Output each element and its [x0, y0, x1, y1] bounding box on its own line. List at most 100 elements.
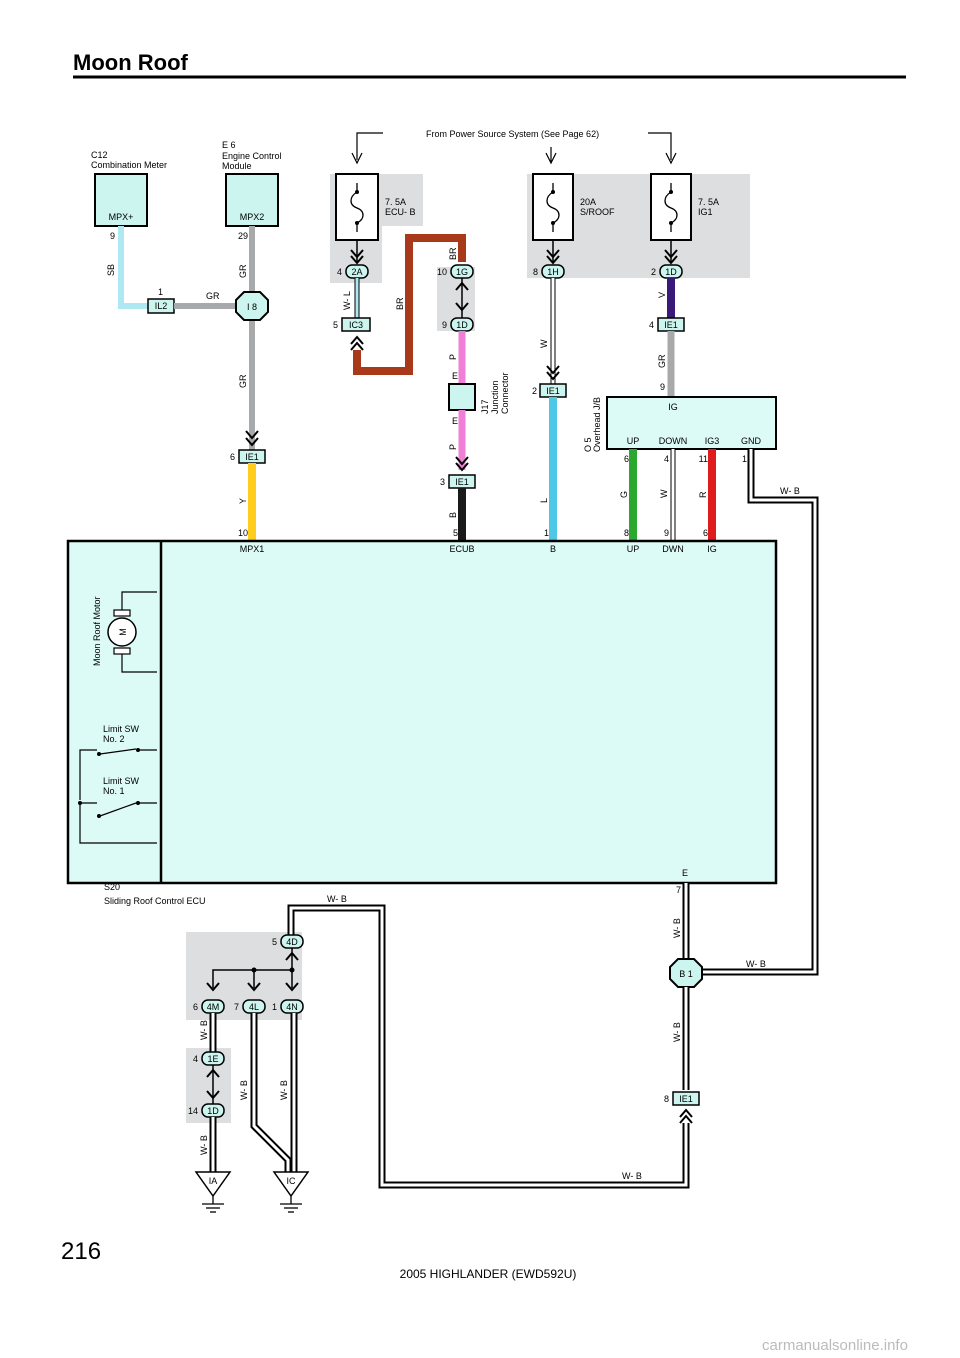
s20-b: B [550, 544, 556, 554]
motor-brush-top [113, 609, 131, 617]
s20-pin-ig: 6 [703, 528, 708, 538]
page-number: 216 [61, 1238, 101, 1265]
connector-1d-v-label: 1D [665, 267, 677, 277]
connector-4d-pin: 5 [272, 937, 277, 947]
e6-terminal: MPX2 [240, 212, 265, 222]
wire-label-wb-9: W- B [239, 1080, 249, 1100]
connector-1g-label: 1G [456, 267, 468, 277]
ground-ia-icon [202, 1196, 224, 1213]
o5-pin-up: 6 [624, 454, 629, 464]
wire-label-wb-5: W- B [622, 1171, 642, 1181]
motor-wire-top [121, 591, 157, 612]
limit-sw-junction-dot [78, 801, 82, 805]
j17-e1: E [452, 371, 458, 381]
chevron-1e-b [206, 1090, 220, 1100]
limit-sw2-contact-1 [136, 748, 140, 752]
o5-pin-ig3: 11 [699, 454, 708, 464]
wire-label-wb-6: W- B [327, 894, 347, 904]
o5-name: Overhead J/B [592, 397, 602, 452]
chevron-ie1-l-2 [546, 371, 560, 381]
o5-up: UP [627, 436, 640, 446]
e6-name-2: Module [222, 161, 252, 171]
fuse-sroof-dot-2 [551, 221, 555, 225]
junction-b1 [669, 958, 703, 988]
connector-ie1-g-label: IE1 [679, 1094, 693, 1104]
chevron-1e-a [206, 1068, 220, 1078]
j17-code: J17 [480, 399, 490, 414]
s20-name: Sliding Roof Control ECU [104, 896, 206, 906]
connector-il2-label: IL2 [155, 301, 168, 311]
connector-1h-pin: 8 [533, 267, 538, 277]
j17-junction-connector [448, 383, 476, 411]
c12-combination-meter [94, 173, 148, 227]
connector-ie1-gr-pin: 4 [649, 320, 654, 330]
connector-1d-g-label: 1D [207, 1106, 219, 1116]
wire-sb [118, 226, 148, 309]
junction-b1-label: B 1 [679, 969, 693, 979]
connector-ic3-pin: 5 [333, 320, 338, 330]
s20-pin-e: 7 [676, 885, 681, 895]
fuse-ecub-symbol [350, 183, 364, 232]
motor-label: Moon Roof Motor [92, 596, 102, 666]
junction-i8-label: I 8 [247, 302, 257, 312]
wire-label-wl: W- L [342, 291, 352, 310]
footer-model: 2005 HIGHLANDER (EWD592U) [400, 1267, 577, 1281]
s20-ecub: ECUB [449, 544, 474, 554]
chevron-ie1-g-1 [679, 1108, 693, 1118]
connector-ie1-b-pin: 3 [440, 477, 445, 487]
s20-pin-mpx1: 10 [238, 528, 248, 538]
o5-overhead-jb [606, 396, 777, 450]
connector-4m-pin: 6 [193, 1002, 198, 1012]
o5-ig: IG [668, 402, 678, 412]
fuse-sroof-name: S/ROOF [580, 207, 615, 217]
o5-pin-gnd: 1 [742, 454, 747, 464]
fuse-ig1-name: IG1 [698, 207, 713, 217]
wire-label-gr-3: GR [657, 354, 667, 368]
wire-wb-return-outline [287, 904, 690, 1189]
fuse-sroof-dot-1 [551, 190, 555, 194]
connector-4n-label: 4N [286, 1002, 298, 1012]
o5-code: O 5 [583, 437, 593, 452]
chevron-2a-2 [350, 255, 364, 265]
chevron-ie1-y-1 [245, 430, 259, 440]
s20-e: E [682, 868, 688, 878]
power-arrow-sroof [545, 147, 557, 165]
wire-label-gr-2: GR [238, 374, 248, 388]
limit-sw1-line1: Limit SW [103, 776, 140, 786]
chevron-1h-1 [546, 249, 560, 259]
wire-label-l: L [539, 498, 549, 503]
wire-wb-o5 [700, 449, 817, 974]
wire-label-gr-1: GR [238, 264, 248, 278]
chevron-ic3-1 [350, 335, 364, 345]
e6-name-1: Engine Control [222, 151, 282, 161]
chevron-1h-2 [546, 255, 560, 265]
connector-1g-pin: 10 [437, 267, 447, 277]
o5-gnd: GND [741, 436, 762, 446]
motor-brush-bottom [113, 647, 131, 655]
wire-label-wb-2: W- B [746, 959, 766, 969]
connector-ie1-gr-label: IE1 [664, 320, 678, 330]
splice-dot-1 [251, 967, 257, 973]
wire-label-v: V [657, 292, 667, 298]
wire-label-y: Y [238, 498, 248, 504]
c12-name: Combination Meter [91, 160, 167, 170]
connector-ie1-y-label: IE1 [245, 452, 259, 462]
o5-ig3: IG3 [705, 436, 720, 446]
chevron-ie1-b-1 [455, 456, 469, 466]
fuse-ecub-name: ECU- B [385, 207, 416, 217]
wire-label-sb: SB [106, 264, 116, 276]
connector-ie1-b-label: IE1 [455, 477, 469, 487]
connector-ie1-l-pin: 2 [532, 386, 537, 396]
s20-sliding-roof-control-ecu [66, 539, 778, 885]
wire-label-gr-h: GR [206, 291, 220, 301]
s20-pin-up: 8 [624, 528, 629, 538]
wire-label-p-2: P [448, 444, 458, 450]
chevron-4n [285, 982, 299, 992]
power-arrow-ecub [351, 132, 383, 165]
wire-label-p-1: P [448, 354, 458, 360]
wire-wb-return [289, 906, 688, 1187]
limit-sw2-contact-2 [97, 752, 101, 756]
s20-up: UP [627, 544, 640, 554]
connector-2a-label: 2A [351, 267, 362, 277]
fuse-ig1-dot-2 [669, 221, 673, 225]
